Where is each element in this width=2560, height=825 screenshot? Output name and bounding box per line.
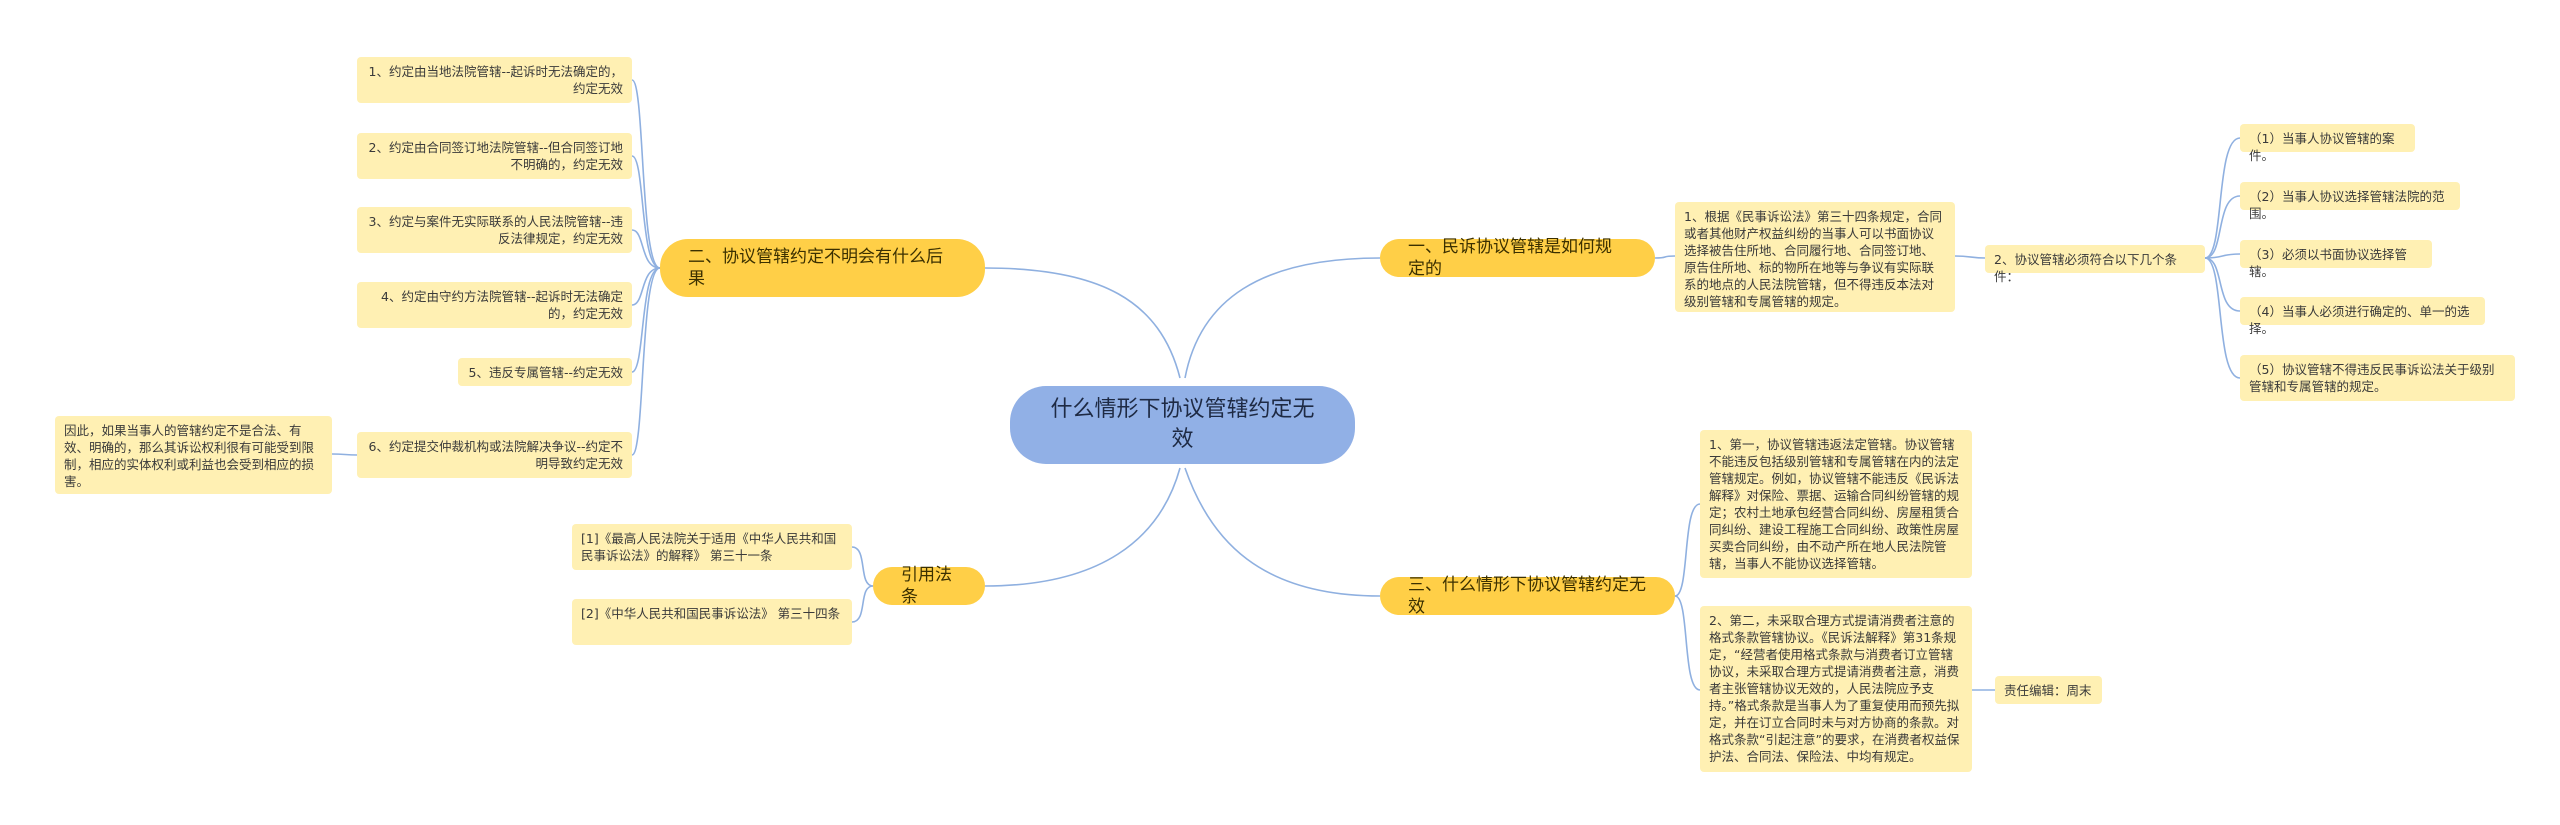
b1-item-2[interactable]: （2）当事人协议选择管辖法院的范围。 <box>2240 182 2460 221</box>
root-topic[interactable]: 什么情形下协议管辖约定无效 <box>1010 386 1355 464</box>
b4-ref-1[interactable]: [1]《最高人民法院关于适用《中华人民共和国民事诉讼法》的解释》 第三十一条 <box>572 524 852 570</box>
b2-child-5[interactable]: 5、违反专属管辖--约定无效 <box>458 358 632 386</box>
b2-child-4[interactable]: 4、约定由守约方法院管辖--起诉时无法确定的，约定无效 <box>357 282 632 328</box>
b1-item-5-text: （5）协议管辖不得违反民事诉讼法关于级别管辖和专属管辖的规定。 <box>2249 362 2495 394</box>
branch-2[interactable]: 二、协议管辖约定不明会有什么后果 <box>660 239 985 297</box>
b2-child-6[interactable]: 6、约定提交仲裁机构或法院解决争议--约定不明导致约定无效 <box>357 432 632 478</box>
b1-item-3-text: （3）必须以书面协议选择管辖。 <box>2249 247 2407 279</box>
b2-child-4-text: 4、约定由守约方法院管辖--起诉时无法确定的，约定无效 <box>381 289 623 321</box>
b2-child-1-text: 1、约定由当地法院管辖--起诉时无法确定的，约定无效 <box>368 64 623 96</box>
b4-ref-2[interactable]: [2]《中华人民共和国民事诉讼法》 第三十四条 <box>572 599 852 645</box>
b1-child-2-text: 2、协议管辖必须符合以下几个条件： <box>1994 252 2177 284</box>
b2-note-text: 因此，如果当事人的管辖约定不是合法、有效、明确的，那么其诉讼权利很有可能受到限制… <box>64 423 315 489</box>
b3-child-1[interactable]: 1、第一，协议管辖违返法定管辖。协议管辖不能违反包括级别管辖和专属管辖在内的法定… <box>1700 430 1972 578</box>
b3-editor-text: 责任编辑：周末 <box>2004 683 2092 698</box>
b1-item-1[interactable]: （1）当事人协议管辖的案件。 <box>2240 124 2415 163</box>
b2-child-5-text: 5、违反专属管辖--约定无效 <box>468 365 623 380</box>
b1-child-1-text: 1、根据《民事诉讼法》第三十四条规定，合同或者其他财产权益纠纷的当事人可以书面协… <box>1684 209 1942 309</box>
b1-child-2[interactable]: 2、协议管辖必须符合以下几个条件： <box>1985 245 2205 284</box>
branch-4-label: 引用法条 <box>901 565 952 607</box>
b4-ref-2-text: [2]《中华人民共和国民事诉讼法》 第三十四条 <box>581 606 841 621</box>
b1-child-1[interactable]: 1、根据《民事诉讼法》第三十四条规定，合同或者其他财产权益纠纷的当事人可以书面协… <box>1675 202 1955 312</box>
branch-1[interactable]: 一、民诉协议管辖是如何规定的 <box>1380 237 1655 279</box>
b2-child-3-text: 3、约定与案件无实际联系的人民法院管辖--违反法律规定，约定无效 <box>368 214 623 246</box>
b2-child-3[interactable]: 3、约定与案件无实际联系的人民法院管辖--违反法律规定，约定无效 <box>357 207 632 253</box>
b1-item-2-text: （2）当事人协议选择管辖法院的范围。 <box>2249 189 2445 221</box>
b2-note[interactable]: 因此，如果当事人的管辖约定不是合法、有效、明确的，那么其诉讼权利很有可能受到限制… <box>55 416 332 494</box>
branch-2-label: 二、协议管辖约定不明会有什么后果 <box>688 247 943 289</box>
branch-1-label: 一、民诉协议管辖是如何规定的 <box>1408 237 1612 279</box>
branch-3[interactable]: 三、什么情形下协议管辖约定无效 <box>1380 575 1675 617</box>
b3-child-2-text: 2、第二，未采取合理方式提请消费者注意的格式条款管辖协议。《民诉法解释》第31条… <box>1709 613 1960 764</box>
branch-3-label: 三、什么情形下协议管辖约定无效 <box>1408 575 1646 617</box>
b2-child-1[interactable]: 1、约定由当地法院管辖--起诉时无法确定的，约定无效 <box>357 57 632 103</box>
branch-4[interactable]: 引用法条 <box>873 565 985 607</box>
b1-item-4[interactable]: （4）当事人必须进行确定的、单一的选择。 <box>2240 297 2485 336</box>
b3-child-2[interactable]: 2、第二，未采取合理方式提请消费者注意的格式条款管辖协议。《民诉法解释》第31条… <box>1700 606 1972 772</box>
b2-child-2[interactable]: 2、约定由合同签订地法院管辖--但合同签订地不明确的，约定无效 <box>357 133 632 179</box>
b3-editor[interactable]: 责任编辑：周末 <box>1995 676 2102 704</box>
b3-child-1-text: 1、第一，协议管辖违返法定管辖。协议管辖不能违反包括级别管辖和专属管辖在内的法定… <box>1709 437 1960 571</box>
b1-item-4-text: （4）当事人必须进行确定的、单一的选择。 <box>2249 304 2470 336</box>
b1-item-1-text: （1）当事人协议管辖的案件。 <box>2249 131 2395 163</box>
b1-item-5[interactable]: （5）协议管辖不得违反民事诉讼法关于级别管辖和专属管辖的规定。 <box>2240 355 2515 401</box>
b2-child-6-text: 6、约定提交仲裁机构或法院解决争议--约定不明导致约定无效 <box>368 439 623 471</box>
b4-ref-1-text: [1]《最高人民法院关于适用《中华人民共和国民事诉讼法》的解释》 第三十一条 <box>581 531 837 563</box>
b1-item-3[interactable]: （3）必须以书面协议选择管辖。 <box>2240 240 2432 279</box>
root-topic-label: 什么情形下协议管辖约定无效 <box>1050 397 1315 452</box>
b2-child-2-text: 2、约定由合同签订地法院管辖--但合同签订地不明确的，约定无效 <box>368 140 623 172</box>
